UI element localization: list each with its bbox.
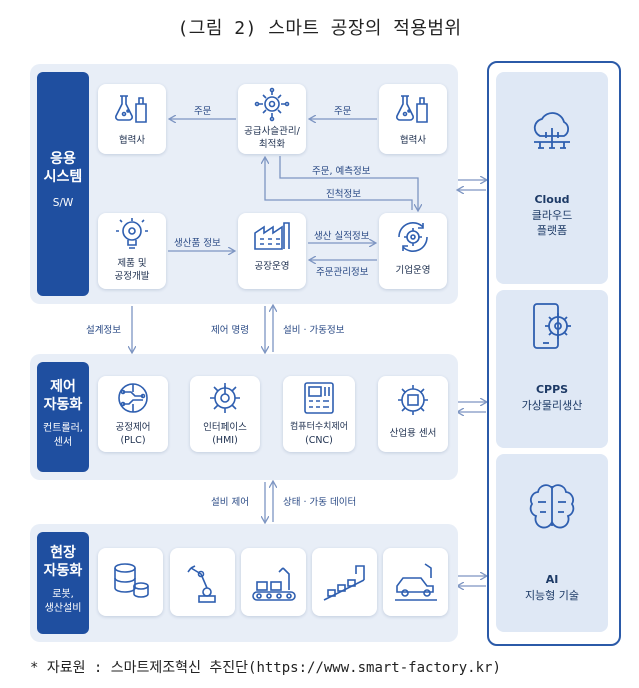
product-dev-label-2: 공정개발 [114,271,150,282]
scm-label-1: 공급사슬관리/ [244,126,300,137]
arrow-order-forecast [279,156,418,210]
sensor-label: 산업용 센서 [389,428,437,439]
cpps-label-2: 가상물리생산 [521,399,583,412]
hmi-label-2: (HMI) [212,435,238,446]
partner-right-label: 협력사 [399,135,427,146]
ai-label-2: 지능형 기술 [524,589,580,602]
cloud-label-3: 플랫폼 [536,224,568,237]
field-sub-2: 생산설비 [44,603,82,614]
conveyor-icon [251,567,296,601]
label-order-forecast: 주문, 예측정보 [312,166,371,177]
chemistry-icon [396,95,428,123]
arrow-progress-info [265,158,413,210]
chip-gear-icon [398,385,428,415]
label-production-info: 생산품 정보 [174,238,221,249]
cnc-machine-icon [304,382,334,414]
label-design-info: 설계정보 [86,325,121,336]
field-item-assembly [312,548,377,616]
field-sub-1: 로봇, [52,589,74,600]
factory-ops-card: 공장운영 [238,213,306,289]
field-item-robot [170,548,235,616]
scm-card: 공급사슬관리/ 최적화 [238,84,306,154]
field-item-barrels [98,548,163,616]
application-heading-1: 응용 [50,151,76,167]
plc-label-2: (PLC) [120,435,146,446]
partner-right-card: 협력사 [379,84,447,154]
robot-arm-icon [186,565,216,603]
field-item-conveyor [241,548,306,616]
phone-gear-icon [533,303,571,349]
ai-label-1: AI [545,573,559,586]
field-heading-2: 자동화 [43,563,83,579]
plc-label-1: 공정제어 [115,422,151,433]
sensor-card: 산업용 센서 [378,376,448,452]
application-label-bar: 응용 시스템 S/W [37,72,89,296]
label-control-cmd: 제어 명령 [211,325,249,336]
car-assembly-icon [394,563,437,601]
lightbulb-gear-icon [116,218,148,249]
chemistry-icon [115,95,147,123]
enterprise-ops-label: 기업운영 [395,265,431,276]
factory-icon [254,222,290,250]
control-sub-1: 컨트롤러, [43,423,83,434]
label-order-mgmt: 주문관리정보 [316,267,369,278]
scm-label-2: 최적화 [258,139,286,150]
field-item-car [383,548,448,616]
label-equipment-control: 설비 제어 [211,497,249,508]
cloud-label-2: 클라우드 [531,209,573,222]
gear-cycle-icon [398,222,428,252]
label-status-data: 상태 · 가동 데이터 [283,497,357,508]
plc-card: 공정제어 (PLC) [98,376,168,452]
circuit-icon [118,383,148,413]
control-heading-2: 자동화 [43,397,83,413]
cnc-label-1: 컴퓨터수치제어 [290,422,348,432]
label-equipment-info: 설비 · 가동정보 [283,325,345,336]
gear-wrench-icon [210,383,240,413]
partner-left-label: 협력사 [118,135,146,146]
product-dev-card: 제품 및 공정개발 [98,213,166,289]
label-order-left: 주문 [194,106,212,117]
enterprise-ops-card: 기업운영 [379,213,447,289]
cpps-label-1: CPPS [535,383,569,396]
partner-left-card: 협력사 [98,84,166,154]
cloud-icon [533,112,570,149]
application-heading-2: 시스템 [43,169,83,185]
label-production-result: 생산 실적정보 [314,231,370,242]
hmi-card: 인터페이스 (HMI) [190,376,260,452]
cloud-label-1: Cloud [534,193,570,206]
assembly-line-icon [323,565,365,601]
hmi-label-1: 인터페이스 [203,422,247,433]
control-label-bar: 제어 자동화 컨트롤러, 센서 [37,362,89,472]
figure-title: (그림 2) 스마트 공장의 적용범위 [177,18,462,39]
control-sub-2: 센서 [53,437,73,448]
source-footnote: * 자료원 : 스마트제조혁신 추진단(https://www.smart-fa… [30,660,501,676]
cnc-card: 컴퓨터수치제어 (CNC) [283,376,355,452]
network-gear-icon [254,87,290,122]
product-dev-label-1: 제품 및 [117,258,147,269]
cpps-card: CPPS 가상물리생산 [496,290,608,448]
application-sub: S/W [52,197,74,209]
label-progress-info: 진척정보 [326,189,361,200]
field-heading-1: 현장 [50,545,76,561]
brain-icon [529,484,575,529]
label-order-right: 주문 [334,106,352,117]
barrel-stack-icon [113,563,149,598]
factory-ops-label: 공장운영 [254,261,290,272]
ai-card: AI 지능형 기술 [496,454,608,632]
control-heading-1: 제어 [50,379,76,395]
cnc-label-2: (CNC) [305,435,333,446]
cloud-card: Cloud 클라우드 플랫폼 [496,72,608,284]
field-label-bar: 현장 자동화 로봇, 생산설비 [37,532,89,634]
